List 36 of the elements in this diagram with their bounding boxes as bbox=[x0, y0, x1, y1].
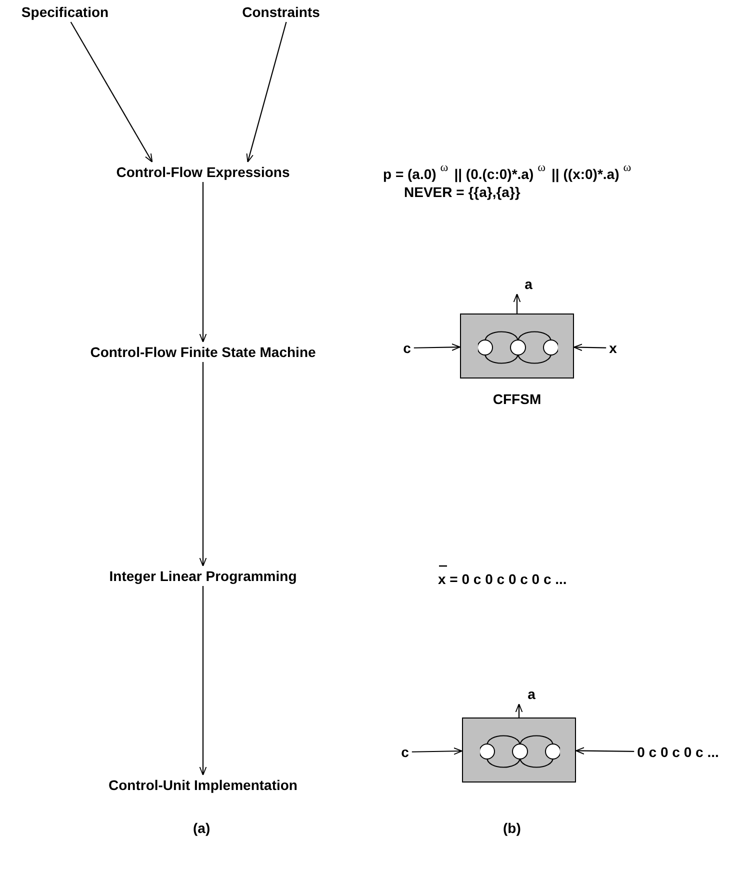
signal-name: c bbox=[400, 338, 414, 358]
caption-text: CFFSM bbox=[492, 390, 542, 406]
flow-step-text: Control-Flow Expressions bbox=[113, 162, 293, 182]
signal-name: x bbox=[606, 338, 620, 358]
arrow bbox=[515, 704, 523, 718]
arrow bbox=[412, 747, 462, 755]
superscript: ω bbox=[623, 160, 632, 175]
signal-name: c bbox=[398, 742, 412, 762]
superscript: ω bbox=[538, 160, 546, 175]
formula-text: NEVER = {{a},{a}} bbox=[404, 184, 520, 200]
sequence-text: x = 0 c 0 c 0 c 0 c ... bbox=[438, 571, 567, 587]
arrow bbox=[576, 747, 634, 754]
formula-text: || (0.(c:0)*.a) bbox=[454, 166, 534, 182]
arrow bbox=[513, 294, 521, 314]
panel-label: (b) bbox=[503, 820, 521, 836]
signal-sequence: 0 c 0 c 0 c ... bbox=[634, 742, 722, 762]
arrow bbox=[199, 586, 207, 776]
formula-text: p = (a.0) bbox=[383, 166, 436, 182]
arrow bbox=[199, 182, 207, 342]
flow-step-text: Integer Linear Programming bbox=[106, 566, 300, 586]
flow-step-text: Control-Flow Finite State Machine bbox=[87, 342, 319, 362]
flow-step-text: Specification bbox=[18, 2, 112, 22]
panel-label: (a) bbox=[193, 820, 210, 836]
signal-name: a bbox=[512, 274, 536, 294]
arrow bbox=[70, 22, 153, 162]
superscript: ω bbox=[440, 160, 448, 175]
signal-name: a bbox=[516, 684, 538, 704]
state-machine-box bbox=[462, 718, 576, 782]
arrow bbox=[246, 22, 287, 162]
arrow bbox=[199, 362, 207, 566]
flow-step-text: Constraints bbox=[239, 2, 323, 22]
arrow bbox=[414, 344, 460, 351]
formula-text: || ((x:0)*.a) bbox=[552, 166, 620, 182]
state-machine-box bbox=[460, 314, 574, 378]
arrow bbox=[574, 344, 606, 352]
flow-step-text: Control-Unit Implementation bbox=[106, 775, 300, 795]
